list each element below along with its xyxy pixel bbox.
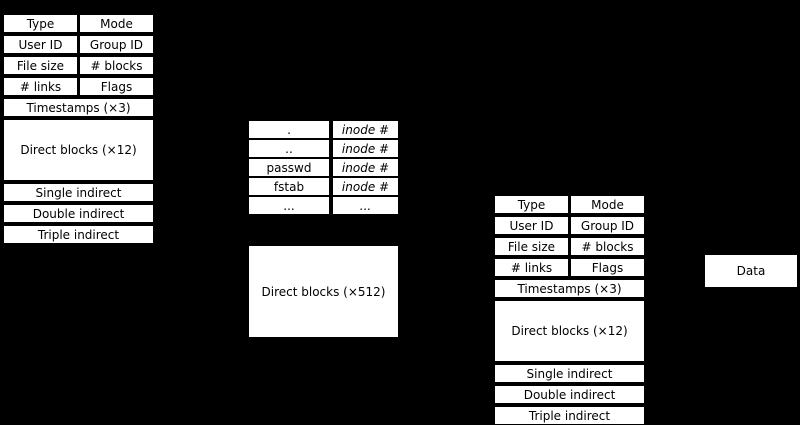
- data-block-box: Data: [704, 254, 798, 288]
- inode-field-double-indirect: Double indirect: [494, 385, 645, 404]
- inode-field-triple-indirect: Triple indirect: [494, 406, 645, 425]
- dir-entry-name: ..: [248, 139, 330, 158]
- table-row: User ID Group ID: [494, 216, 645, 235]
- inode-field-timestamps: Timestamps (×3): [494, 279, 645, 298]
- inode-field-num-links: # links: [494, 258, 569, 277]
- table-row: File size # blocks: [494, 237, 645, 256]
- table-row: Single indirect: [3, 183, 154, 202]
- table-row: Type Mode: [3, 14, 154, 33]
- inode-field-type: Type: [3, 14, 78, 33]
- inode-field-file-size: File size: [3, 56, 78, 75]
- table-row: .. inode #: [248, 139, 399, 158]
- table-row: Type Mode: [494, 195, 645, 214]
- indirect-block-box: Direct blocks (×512): [248, 245, 399, 338]
- table-row: # links Flags: [494, 258, 645, 277]
- table-row: # links Flags: [3, 77, 154, 96]
- table-row: User ID Group ID: [3, 35, 154, 54]
- inode-field-timestamps: Timestamps (×3): [3, 98, 154, 117]
- inode-field-type: Type: [494, 195, 569, 214]
- dir-entry-name: fstab: [248, 177, 330, 196]
- inode-field-user-id: User ID: [494, 216, 569, 235]
- directory-entry-table: . inode # .. inode # passwd inode # fsta…: [248, 120, 399, 215]
- inode-field-num-blocks: # blocks: [570, 237, 645, 256]
- inode-field-triple-indirect: Triple indirect: [3, 225, 154, 244]
- table-row: Direct blocks (×12): [494, 300, 645, 362]
- table-row: . inode #: [248, 120, 399, 139]
- dir-entry-name: .: [248, 120, 330, 139]
- table-row: Direct blocks (×12): [3, 119, 154, 181]
- inode-field-file-size: File size: [494, 237, 569, 256]
- inode-field-num-blocks: # blocks: [79, 56, 154, 75]
- dir-entry-name: ...: [248, 196, 330, 215]
- dir-entry-name: passwd: [248, 158, 330, 177]
- table-row: File size # blocks: [3, 56, 154, 75]
- dir-entry-inode: inode #: [332, 177, 399, 196]
- dir-entry-inode: inode #: [332, 139, 399, 158]
- file-inode-table: Type Mode User ID Group ID File size # b…: [494, 195, 645, 425]
- table-row: ... ...: [248, 196, 399, 215]
- inode-field-mode: Mode: [79, 14, 154, 33]
- inode-field-direct-blocks: Direct blocks (×12): [494, 300, 645, 362]
- inode-field-double-indirect: Double indirect: [3, 204, 154, 223]
- dir-entry-inode: inode #: [332, 158, 399, 177]
- inode-field-group-id: Group ID: [570, 216, 645, 235]
- table-row: passwd inode #: [248, 158, 399, 177]
- inode-field-single-indirect: Single indirect: [494, 364, 645, 383]
- inode-field-mode: Mode: [570, 195, 645, 214]
- inode-field-single-indirect: Single indirect: [3, 183, 154, 202]
- inode-field-direct-blocks: Direct blocks (×12): [3, 119, 154, 181]
- inode-field-group-id: Group ID: [79, 35, 154, 54]
- table-row: Timestamps (×3): [494, 279, 645, 298]
- directory-inode-table: Type Mode User ID Group ID File size # b…: [3, 14, 154, 244]
- inode-field-flags: Flags: [570, 258, 645, 277]
- table-row: Double indirect: [3, 204, 154, 223]
- dir-entry-inode: inode #: [332, 120, 399, 139]
- table-row: Timestamps (×3): [3, 98, 154, 117]
- dir-entry-inode: ...: [332, 196, 399, 215]
- table-row: Triple indirect: [494, 406, 645, 425]
- inode-field-num-links: # links: [3, 77, 78, 96]
- inode-field-flags: Flags: [79, 77, 154, 96]
- table-row: Single indirect: [494, 364, 645, 383]
- inode-field-user-id: User ID: [3, 35, 78, 54]
- table-row: Triple indirect: [3, 225, 154, 244]
- table-row: Double indirect: [494, 385, 645, 404]
- table-row: fstab inode #: [248, 177, 399, 196]
